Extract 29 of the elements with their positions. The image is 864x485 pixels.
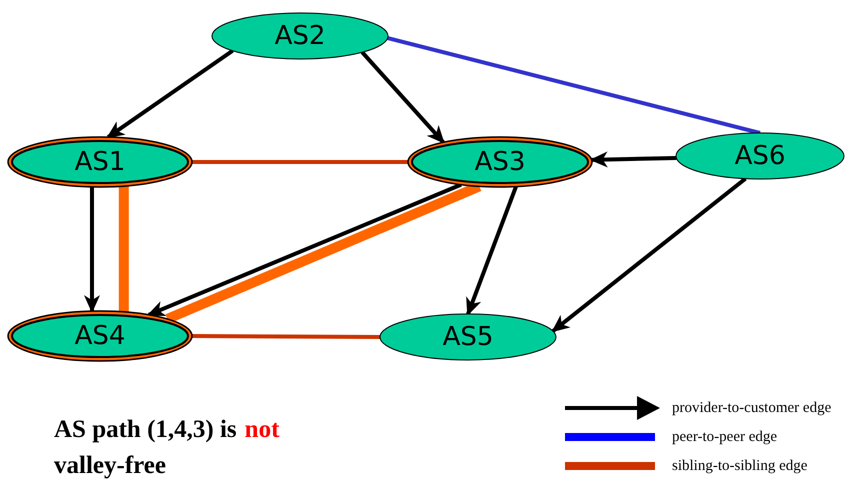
node-label: AS1 (74, 149, 126, 175)
arrow (551, 177, 747, 333)
arrow (84, 186, 100, 314)
connector-line (192, 334, 380, 339)
ellipse-node (7, 310, 193, 362)
arrow (466, 186, 518, 316)
legend-label: peer-to-peer edge (672, 428, 778, 447)
connector-line (387, 36, 760, 135)
ellipse-node (675, 132, 845, 180)
connector-line (192, 160, 408, 164)
node-label: AS5 (442, 324, 494, 350)
ellipse-node (407, 136, 593, 188)
arrow (146, 182, 462, 317)
ellipse-node (7, 136, 193, 188)
arrow (106, 49, 234, 139)
arrow (590, 151, 676, 168)
emphasis-text: not (244, 416, 280, 443)
ellipse-node (211, 12, 389, 60)
ellipse-node (379, 313, 557, 361)
node-label: AS3 (474, 149, 526, 175)
note-text: AS path (1,4,3) is (54, 416, 237, 443)
legend-label: sibling-to-sibling edge (672, 456, 808, 476)
arrow (360, 50, 445, 144)
connector-line (118, 186, 129, 312)
node-label: AS4 (74, 323, 126, 349)
legend-label: provider-to-customer edge (672, 398, 832, 418)
node-label: AS6 (734, 143, 786, 169)
note-text: valley-free (54, 451, 167, 481)
node-label: AS2 (274, 23, 326, 49)
